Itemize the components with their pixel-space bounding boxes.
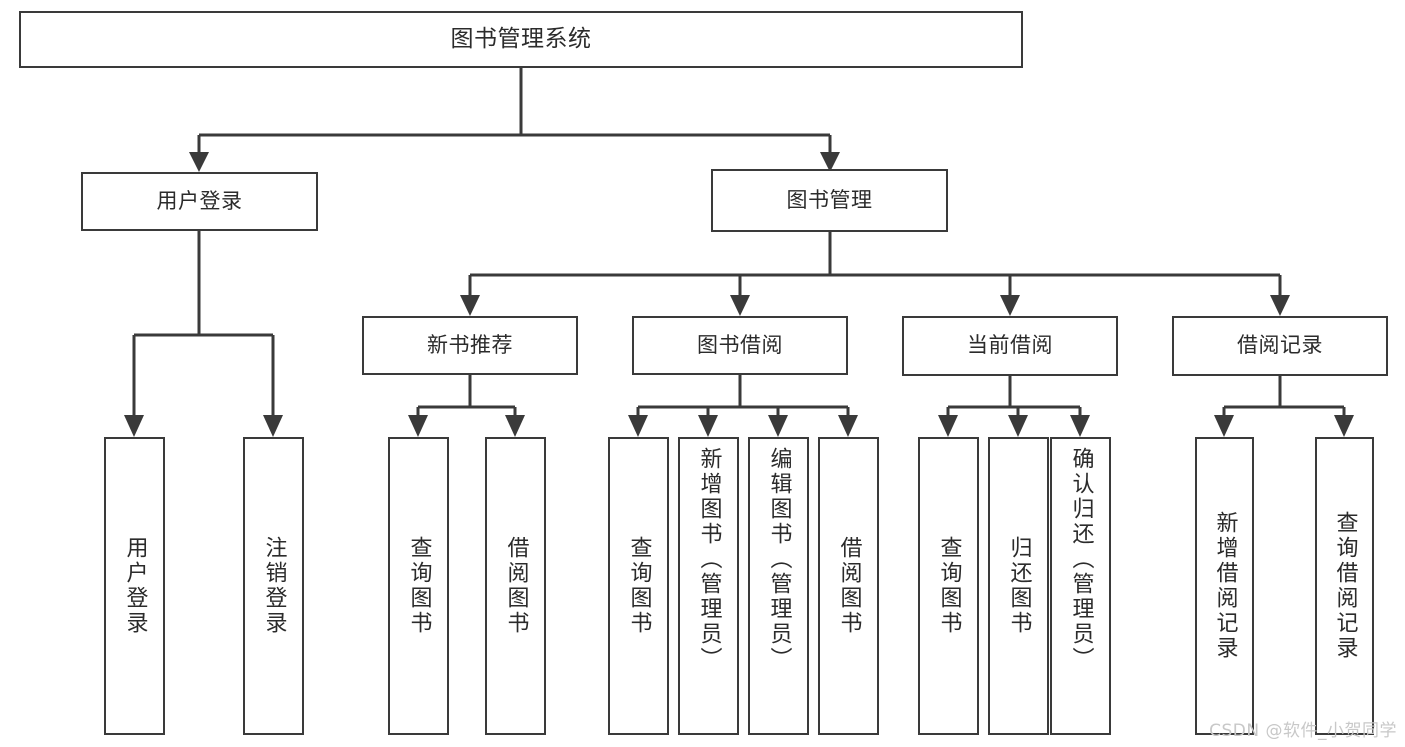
node-borrow-record[interactable]: 借阅记录 [1172, 316, 1388, 376]
node-label: 图书管理 [786, 187, 873, 212]
node-label: 借阅记录 [1237, 333, 1323, 358]
node-label: 确认归还（管理员） [1068, 447, 1094, 672]
node-label: 查询图书 [406, 536, 432, 636]
node-label: 当前借阅 [967, 333, 1053, 358]
node-label: 编辑图书（管理员） [766, 447, 792, 672]
leaf-query-book-current[interactable]: 查询图书 [918, 437, 979, 735]
node-label: 借阅图书 [503, 536, 529, 636]
node-label: 查询图书 [936, 536, 962, 636]
node-label: 图书借阅 [697, 332, 783, 357]
leaf-borrow-book[interactable]: 借阅图书 [818, 437, 879, 735]
node-current-borrow[interactable]: 当前借阅 [902, 316, 1118, 376]
node-label: 新增借阅记录 [1212, 511, 1238, 661]
node-label: 查询图书 [626, 536, 652, 636]
leaf-query-book-recommend[interactable]: 查询图书 [388, 437, 449, 735]
node-user-login[interactable]: 用户登录 [81, 172, 318, 231]
node-label: 查询借阅记录 [1332, 511, 1358, 661]
leaf-query-book-borrow[interactable]: 查询图书 [608, 437, 669, 735]
node-label: 图书管理系统 [450, 25, 592, 52]
leaf-logout[interactable]: 注销登录 [243, 437, 304, 735]
node-book-borrow[interactable]: 图书借阅 [632, 316, 848, 375]
node-label: 用户登录 [156, 188, 243, 213]
node-label: 借阅图书 [836, 536, 862, 636]
node-label: 新书推荐 [427, 332, 513, 357]
node-label: 归还图书 [1006, 536, 1032, 636]
node-label: 用户登录 [122, 536, 148, 636]
leaf-confirm-return-admin[interactable]: 确认归还（管理员） [1050, 437, 1111, 735]
leaf-borrow-book-recommend[interactable]: 借阅图书 [485, 437, 546, 735]
node-root-book-management-system[interactable]: 图书管理系统 [19, 11, 1023, 68]
node-label: 新增图书（管理员） [696, 447, 722, 672]
node-book-management[interactable]: 图书管理 [711, 169, 948, 232]
leaf-query-borrow-record[interactable]: 查询借阅记录 [1315, 437, 1374, 735]
node-new-book-recommend[interactable]: 新书推荐 [362, 316, 578, 375]
leaf-add-book-admin[interactable]: 新增图书（管理员） [678, 437, 739, 735]
leaf-add-borrow-record[interactable]: 新增借阅记录 [1195, 437, 1254, 735]
leaf-edit-book-admin[interactable]: 编辑图书（管理员） [748, 437, 809, 735]
leaf-user-login[interactable]: 用户登录 [104, 437, 165, 735]
node-label: 注销登录 [261, 536, 287, 636]
leaf-return-book[interactable]: 归还图书 [988, 437, 1049, 735]
